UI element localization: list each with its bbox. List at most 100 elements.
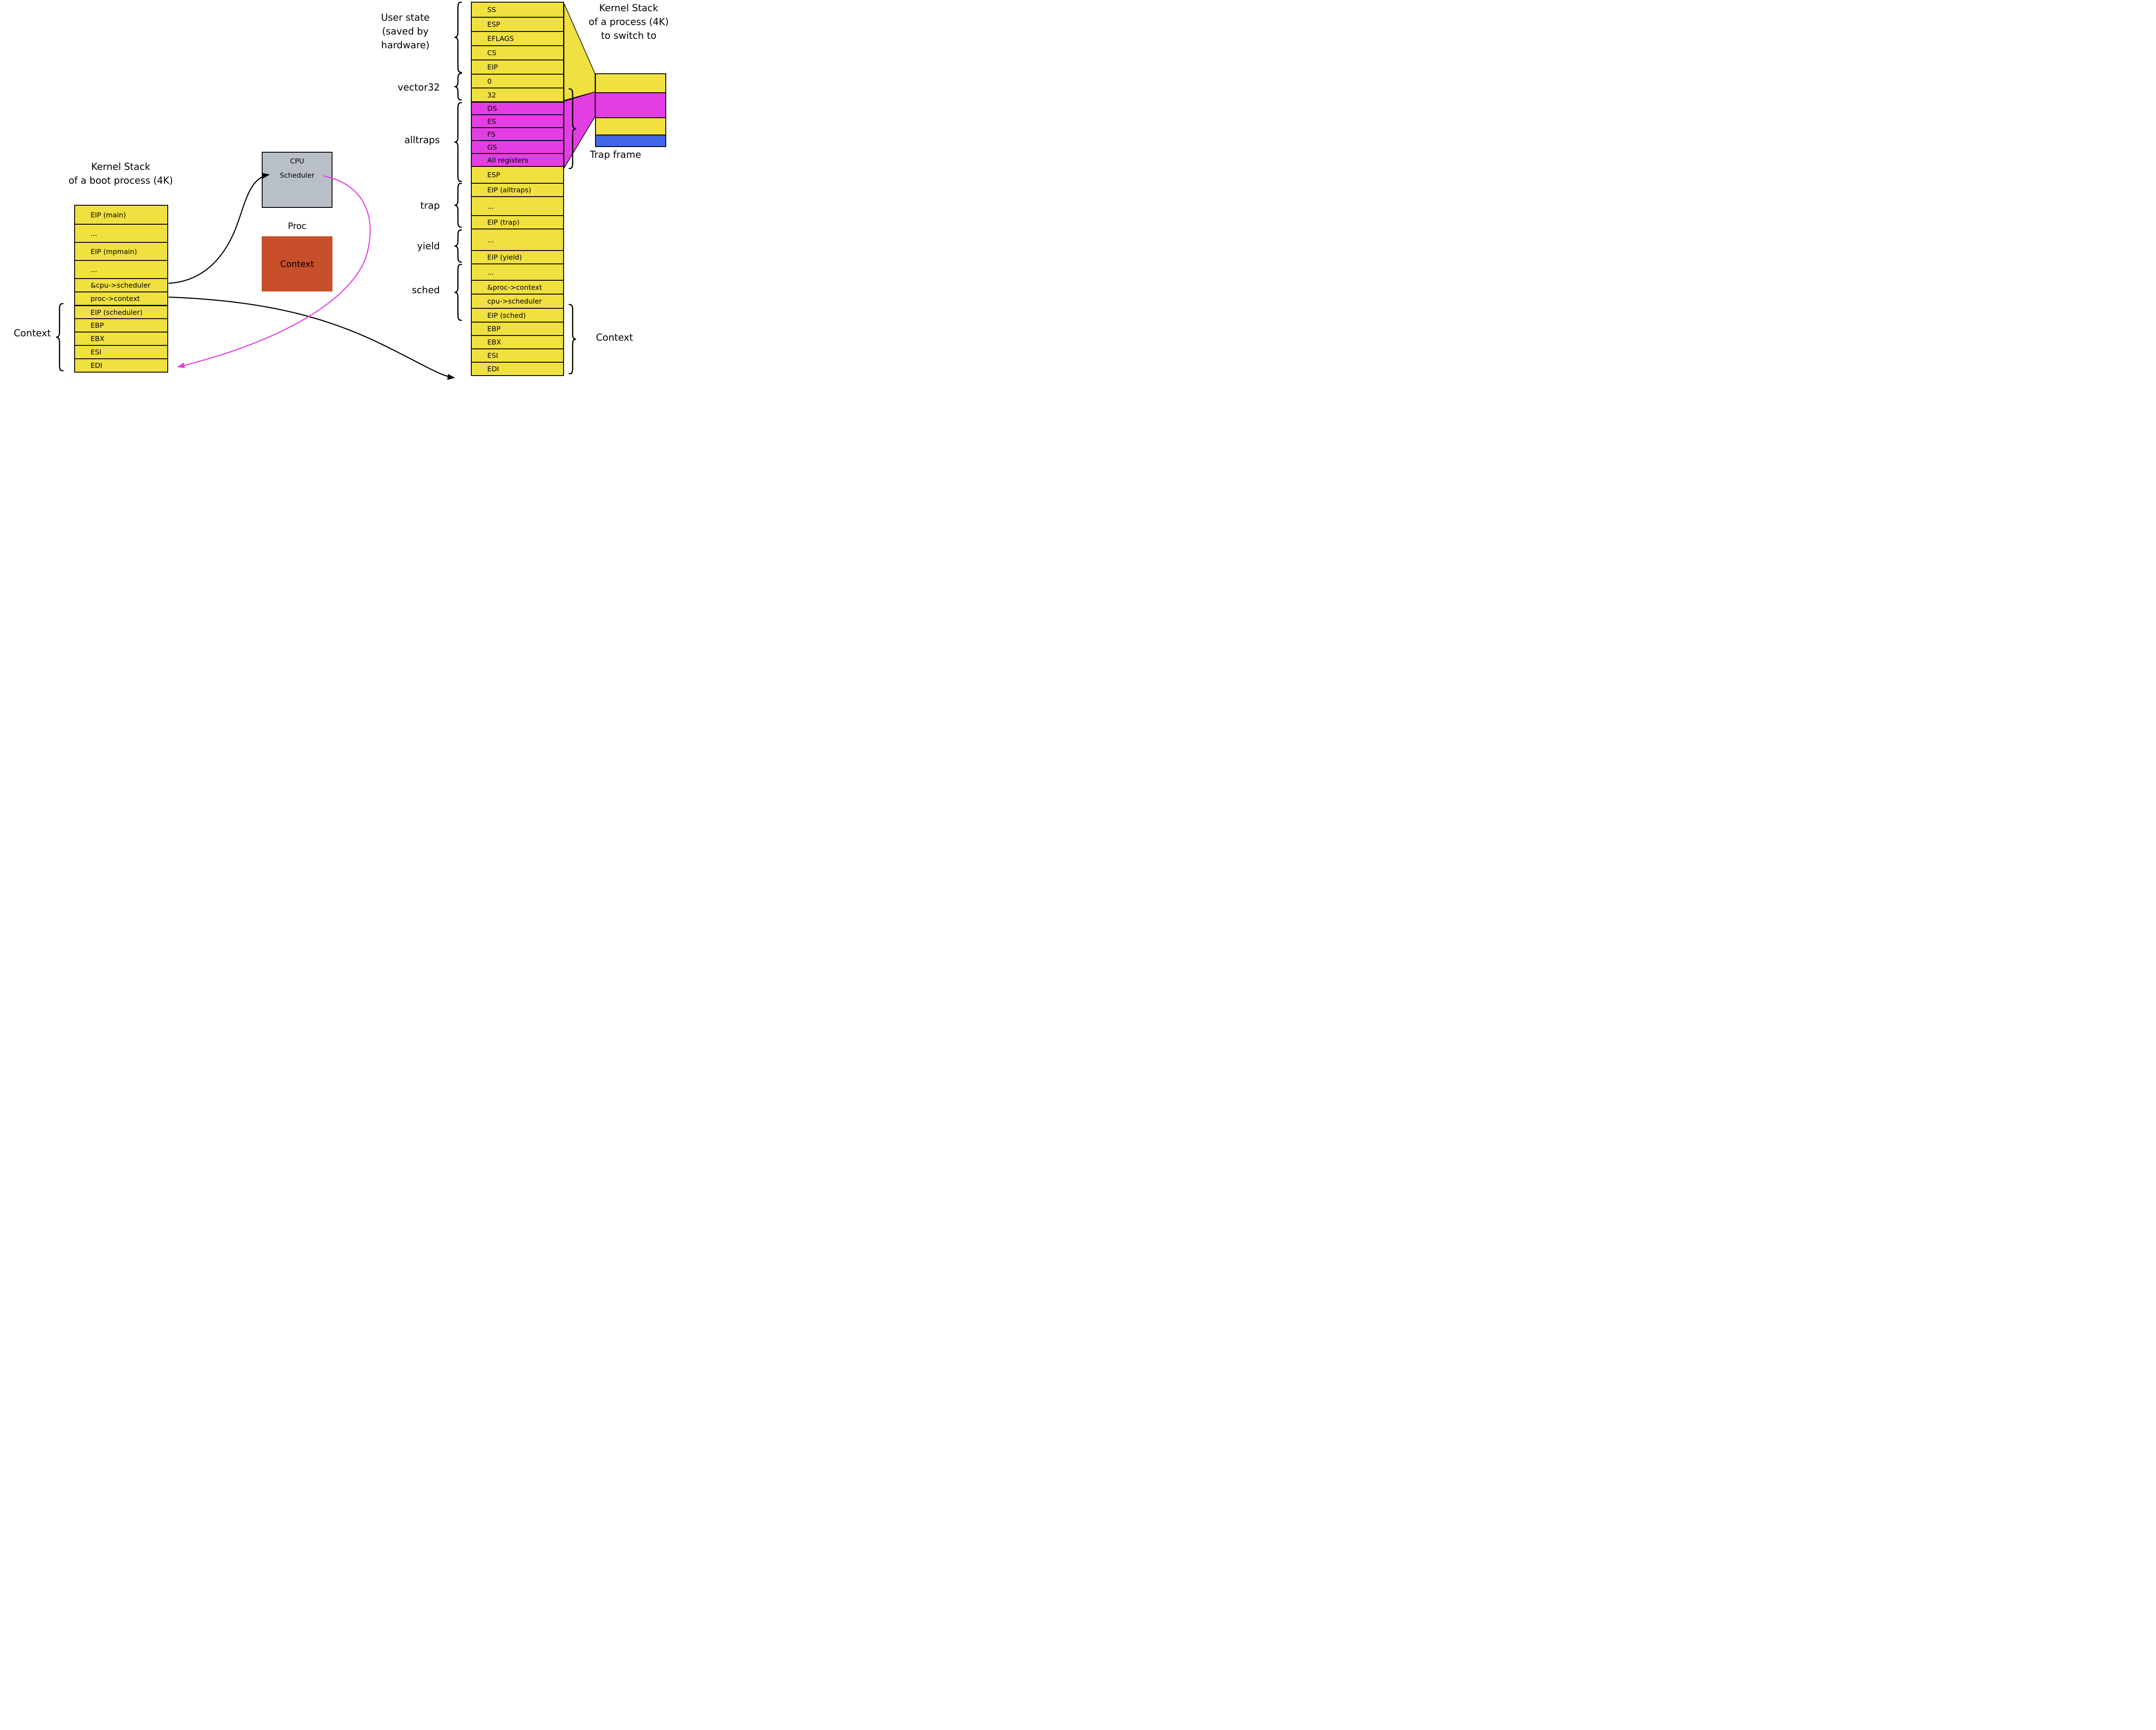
stack-row: EIP (mpmain) — [75, 242, 167, 260]
stack-row: EIP (yield) — [472, 250, 563, 263]
yield-brace — [453, 229, 462, 263]
user-state-label-line1: User state — [381, 13, 430, 23]
stack-row: ESI — [75, 345, 167, 358]
left-context-brace — [54, 303, 64, 372]
user-state-label: User state (saved by hardware) — [364, 11, 446, 53]
right-stack-title-line2: of a process (4K) — [589, 16, 669, 28]
mini-stack-trapframe-segment — [596, 92, 665, 117]
stack-row: ESP — [472, 166, 563, 183]
vector32-label: vector32 — [398, 82, 440, 93]
stack-row: cpu->scheduler — [472, 294, 563, 308]
stack-row: GS — [472, 140, 563, 153]
right-context-label: Context — [596, 332, 633, 343]
stack-row-label: GS — [487, 143, 497, 151]
trap-brace — [453, 182, 462, 228]
user-state-label-line3: hardware) — [381, 40, 430, 51]
stack-row-label: EBP — [91, 321, 104, 329]
left-stack-title-line2: of a boot process (4K) — [68, 175, 173, 186]
stack-row-label: ... — [487, 235, 494, 244]
mini-stack-kernel-segment — [596, 117, 665, 135]
alltraps-brace — [453, 102, 462, 182]
stack-row-label: ... — [487, 202, 494, 210]
trap-frame-label: Trap frame — [590, 150, 641, 160]
stack-row-label: ESP — [487, 171, 500, 179]
stack-row: ... — [75, 260, 167, 278]
cpu-scheduler-label: Scheduler — [279, 171, 315, 179]
mini-stack-context-segment — [596, 135, 665, 146]
stack-row-label: EDI — [487, 365, 499, 373]
user-state-label-line2: (saved by — [382, 26, 429, 37]
stack-row: EIP — [472, 60, 563, 74]
stack-row-label: proc->context — [91, 295, 140, 303]
stack-row: EIP (alltraps) — [472, 183, 563, 196]
stack-row-label: &proc->context — [487, 283, 542, 291]
stack-row-label: EIP (sched) — [487, 311, 526, 320]
stack-row: EIP (sched) — [472, 308, 563, 322]
cpu-box-title: CPU — [290, 157, 304, 165]
right-stack-title: Kernel Stack of a process (4K) to switch… — [575, 2, 677, 43]
stack-row-label: EIP (alltraps) — [487, 186, 531, 194]
stack-row-label: EBX — [487, 338, 501, 346]
stack-row-label: EIP (mpmain) — [91, 247, 137, 256]
stack-row: ... — [472, 263, 563, 280]
stack-row: FS — [472, 127, 563, 140]
stack-row: SS — [472, 3, 563, 17]
stack-row-label: SS — [487, 6, 496, 14]
right-context-brace — [568, 304, 578, 375]
proc-label: Proc — [288, 221, 307, 231]
stack-row-label: ... — [487, 268, 494, 276]
stack-row: ... — [472, 229, 563, 250]
stack-row-label: EIP (yield) — [487, 253, 522, 261]
arrow-cpu-scheduler — [168, 172, 270, 284]
stack-row: EBX — [472, 335, 563, 348]
trap-label: trap — [420, 201, 440, 211]
stack-row: DS — [472, 101, 563, 114]
proc-context-label: Context — [280, 259, 314, 269]
stack-row-label: ESI — [91, 348, 101, 356]
stack-row-label: ESP — [487, 20, 500, 28]
stack-row-label: &cpu->scheduler — [91, 281, 151, 289]
stack-row-label: EDI — [91, 361, 103, 370]
user-state-brace — [453, 1, 462, 73]
mini-stack — [595, 73, 666, 147]
mini-stack-user-state-segment — [596, 74, 665, 92]
stack-row-label: EBP — [487, 325, 501, 333]
left-stack: EIP (main) ... EIP (mpmain) ... &cpu->sc… — [74, 205, 168, 373]
stack-row-label: EIP — [487, 63, 498, 71]
stack-row-label: ES — [487, 117, 496, 125]
right-stack-title-line1: Kernel Stack — [599, 3, 658, 14]
stack-row: EBP — [472, 322, 563, 335]
stack-row: EBX — [75, 332, 167, 345]
left-stack-title: Kernel Stack of a boot process (4K) — [52, 160, 190, 188]
stack-row: &cpu->scheduler — [75, 278, 167, 291]
stack-row: EIP (main) — [75, 206, 167, 224]
stack-row-label: EBX — [91, 335, 105, 343]
arrow-proc-context-to-right-stack — [168, 296, 455, 380]
stack-row-label: FS — [487, 130, 496, 138]
diagram-canvas: Kernel Stack of a boot process (4K) EIP … — [0, 0, 677, 382]
stack-row: ... — [75, 224, 167, 242]
trap-frame-brace — [568, 88, 578, 169]
stack-row-label: EIP (scheduler) — [91, 308, 143, 317]
proc-context-box: Context — [262, 236, 332, 291]
stack-row-label: ESI — [487, 351, 498, 360]
sched-label: sched — [411, 285, 440, 296]
stack-row-label: ... — [91, 229, 97, 238]
stack-row: All registers — [472, 153, 563, 166]
stack-row: EBP — [75, 318, 167, 332]
stack-row-label: 0 — [487, 77, 492, 85]
stack-row: EIP (scheduler) — [75, 305, 167, 318]
alltraps-label: alltraps — [404, 135, 440, 146]
stack-row-label: ... — [91, 265, 97, 274]
stack-row-label: 32 — [487, 91, 496, 99]
stack-row: EDI — [75, 358, 167, 372]
yield-label: yield — [417, 241, 440, 252]
left-context-label: Context — [13, 328, 51, 339]
stack-row: ... — [472, 196, 563, 215]
stack-row: &proc->context — [472, 280, 563, 294]
vector32-brace — [453, 72, 462, 101]
right-stack-title-line3: to switch to — [601, 30, 657, 41]
stack-row: ESI — [472, 348, 563, 362]
stack-row: EFLAGS — [472, 31, 563, 45]
stack-row: CS — [472, 45, 563, 60]
